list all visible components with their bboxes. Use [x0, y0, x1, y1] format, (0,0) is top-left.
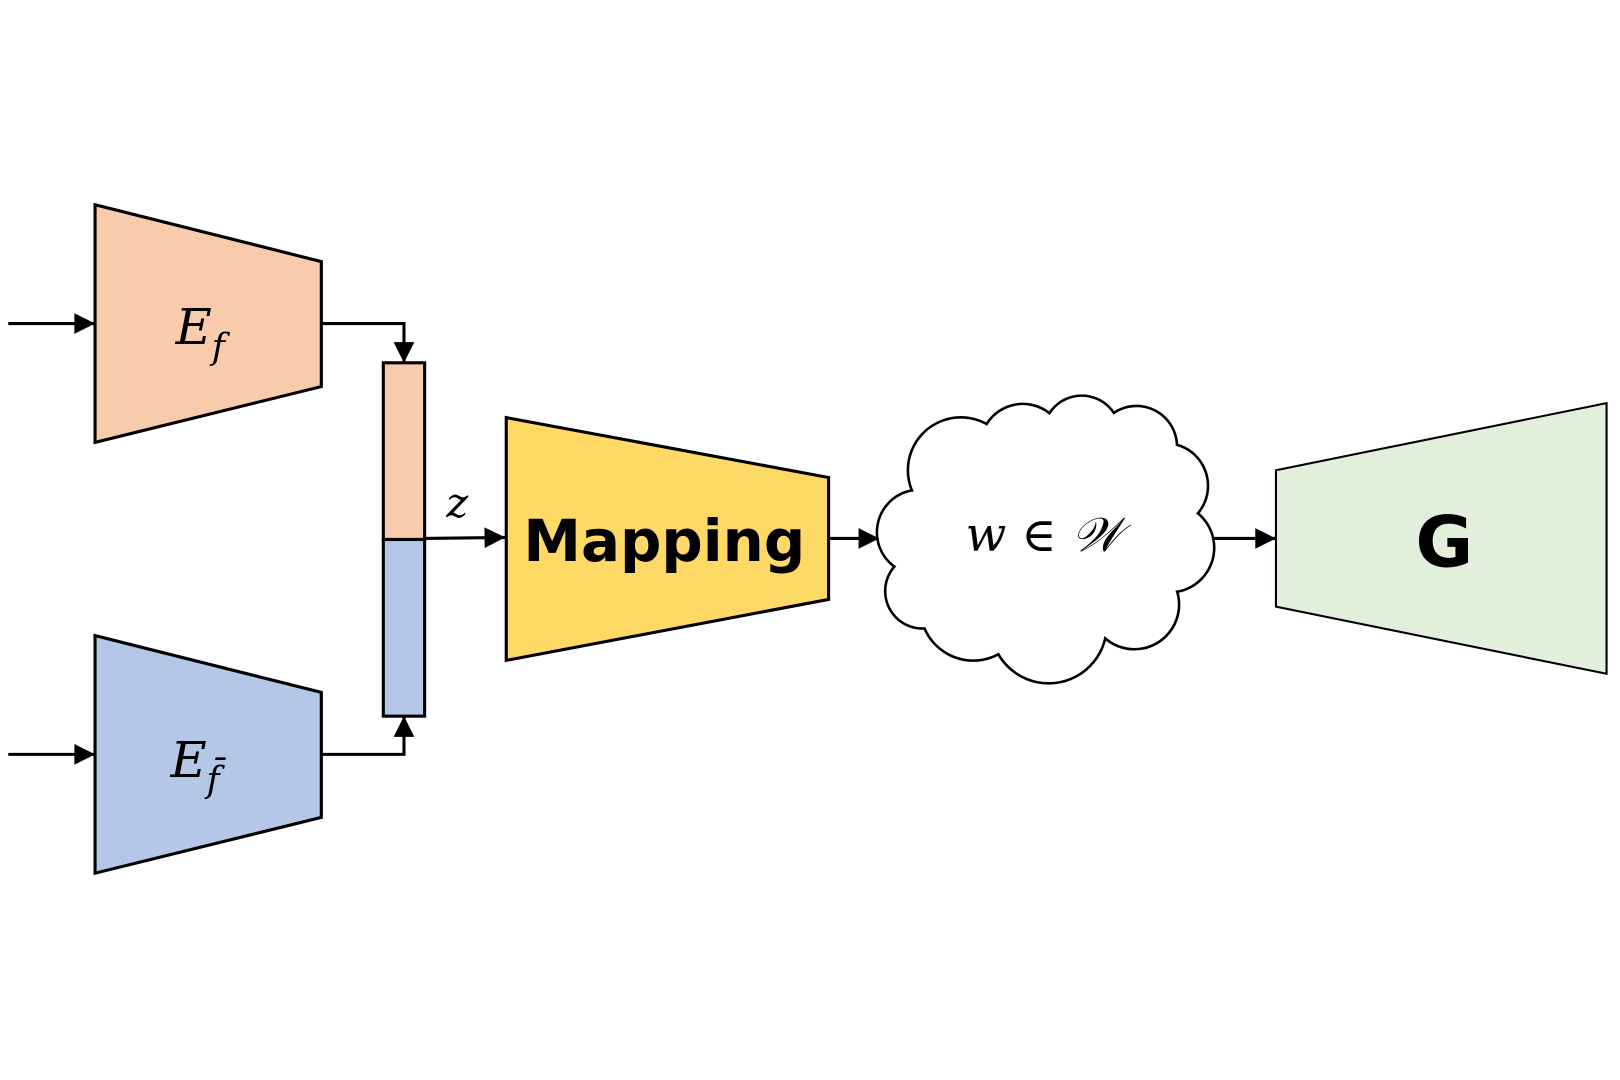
- mapping-label: Mapping: [523, 507, 805, 575]
- encoder-fbar: Ef̄: [93, 633, 323, 876]
- z-label: z: [445, 479, 468, 527]
- connector-f-to-z: [321, 322, 415, 363]
- generator: G: [1274, 401, 1608, 676]
- mapping-network: Mapping: [504, 415, 831, 663]
- w-space-label: w ∈ 𝒲: [966, 508, 1132, 563]
- generator-label: G: [1416, 501, 1474, 583]
- cloud-fill: [919, 444, 1168, 621]
- encoder-f: Ef: [93, 202, 323, 445]
- latent-vector-z: [381, 361, 427, 718]
- z-to-mapping-arrow: [424, 527, 506, 549]
- w-space-cloud: [875, 394, 1216, 685]
- connector-fbar-to-z: [321, 716, 415, 756]
